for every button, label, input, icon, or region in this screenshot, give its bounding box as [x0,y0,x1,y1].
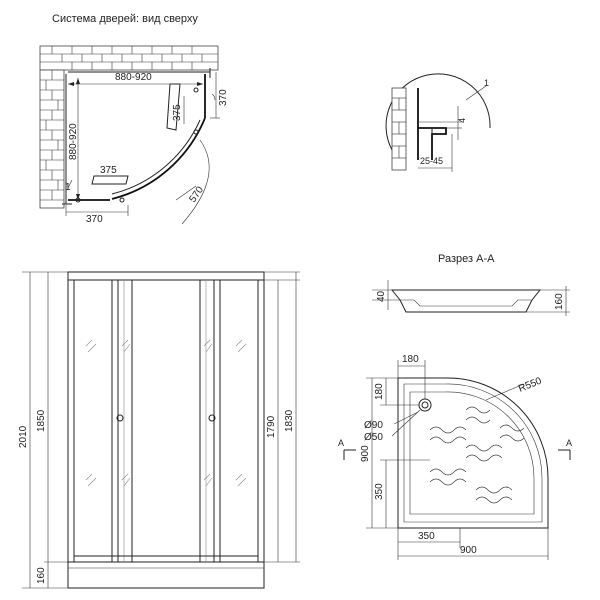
dim-radius: R550 [517,375,544,394]
tray-plan: 180 180 R550 Ø90 Ø50 900 350 350 900 A A [338,354,572,560]
dim-160-front: 160 [36,567,47,584]
dim-160-section: 160 [554,293,565,310]
top-view-title: Система дверей: вид сверху [52,13,198,25]
dim-375-bottom: 375 [100,165,117,176]
front-panels [73,280,259,562]
section-marker-left: A [338,438,344,448]
dim-180-top: 180 [402,354,419,365]
glass-reflections [85,339,247,487]
dim-370-right: 370 [218,89,229,106]
dim-40: 40 [376,290,387,302]
dim-350-side: 350 [374,483,385,500]
cabin-plan [62,68,216,225]
door-handle-right [208,414,216,422]
dim-900-side: 900 [360,445,371,462]
section-title: Разрез А-А [438,253,495,265]
profile-detail: 1 4 25-45 [385,73,491,172]
dim-90: Ø90 [364,420,383,431]
dim-width: 880-920 [115,72,152,83]
dim-350-bottom: 350 [418,531,435,542]
section-view: Разрез А-А 40 160 [372,253,570,316]
tray-relief [429,406,525,504]
dim-370-bottom: 370 [86,214,103,225]
top-view: Система дверей: вид сверху [39,13,229,225]
dim-2010: 2010 [18,425,29,448]
top-view-dimensions [65,72,220,216]
dim-50: Ø50 [364,432,383,443]
drain-outer [418,398,432,412]
drain-inner [421,401,429,409]
dim-1830: 1830 [284,409,295,432]
dim-gap: 25-45 [420,156,443,166]
detail-callout: 1 [484,78,489,88]
door-handle-left [116,414,124,422]
dim-180-side: 180 [374,383,385,400]
tray-dimensions [343,360,571,560]
brick-wall-left [39,69,65,209]
dim-1850: 1850 [36,409,47,432]
dim-375-door: 375 [172,104,183,121]
dim-1790: 1790 [266,415,277,438]
callout-1: 1 [65,182,71,193]
brick-wall-top [39,45,219,71]
section-marker-right: A [566,438,572,448]
dim-900-bottom: 900 [460,545,477,556]
front-view: 2010 1850 160 1790 1830 [18,271,300,589]
dim-4: 4 [457,118,467,123]
dim-depth: 880-920 [68,123,79,160]
dim-570: 570 [187,184,206,204]
front-dimensions [22,271,300,589]
